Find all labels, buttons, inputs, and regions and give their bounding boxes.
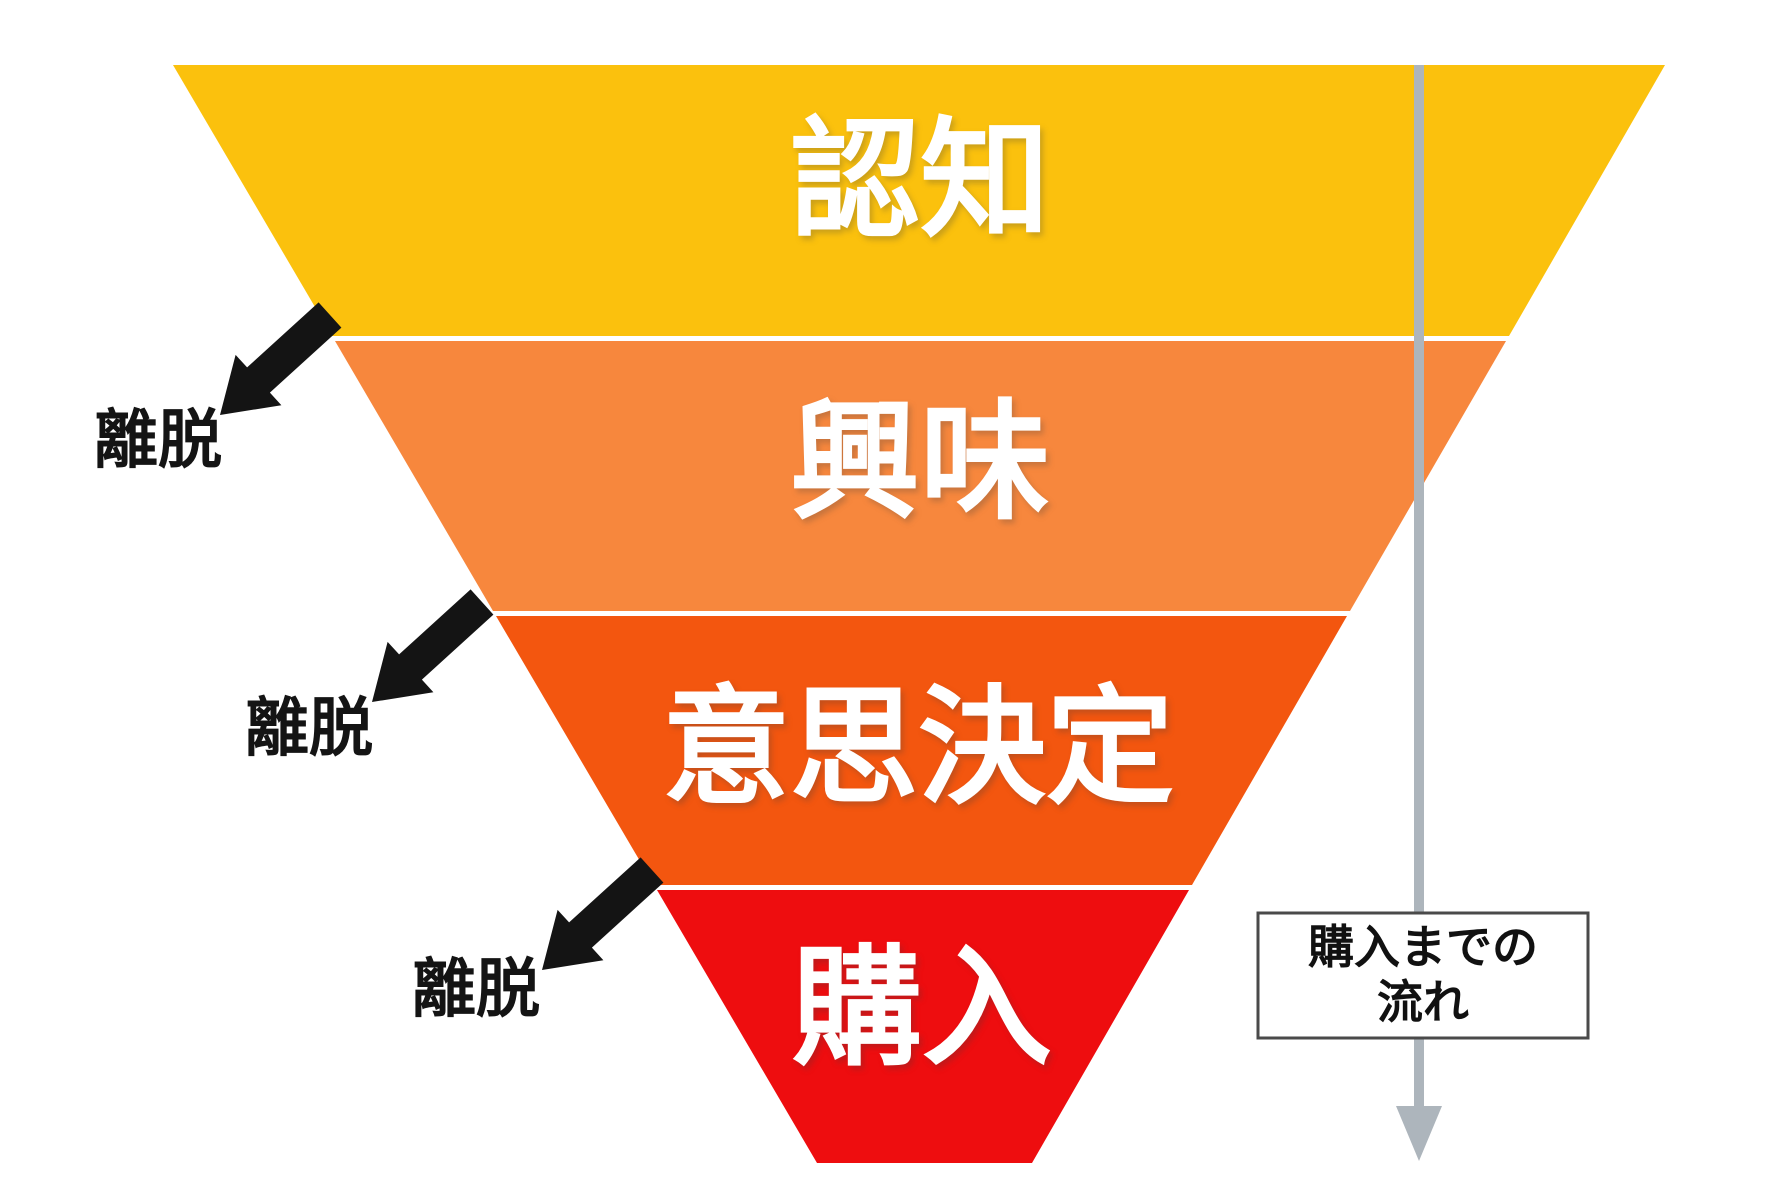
- dropoff-arrow-2-icon: [372, 589, 494, 702]
- dropoff-arrow-3-icon: [542, 857, 664, 970]
- dropoff-label-1: 離脱: [94, 404, 222, 478]
- funnel-stage-awareness-label: 認知: [790, 104, 1050, 256]
- flow-annotation-line1: 購入までの: [1308, 920, 1538, 974]
- funnel-stage-decision-shape: [496, 616, 1347, 885]
- flow-arrow-head-icon: [1396, 1106, 1442, 1161]
- flow-annotation-box: 購入までの 流れ: [1256, 911, 1590, 1040]
- dropoff-arrow-1-icon: [220, 302, 342, 415]
- funnel-stage-purchase-shape: [657, 890, 1189, 1163]
- dropoff-label-2: 離脱: [245, 692, 373, 766]
- flow-annotation-box-frame: [1258, 913, 1588, 1038]
- dropoff-label-3: 離脱: [412, 953, 540, 1027]
- flow-arrow-line: [1414, 65, 1424, 1112]
- funnel-stage-awareness-shape: [173, 65, 1665, 336]
- funnel-stage-interest-shape: [335, 341, 1506, 611]
- flow-annotation-box-border: [1256, 911, 1590, 1040]
- arrow-down-left-icon: [372, 589, 494, 702]
- funnel-stage-interest-label: 興味: [790, 386, 1050, 538]
- flow-arrow: [1396, 65, 1442, 1161]
- flow-annotation-line2: 流れ: [1377, 975, 1469, 1029]
- funnel-stage-purchase-label: 購入: [792, 932, 1052, 1084]
- arrow-down-left-icon: [220, 302, 342, 415]
- arrow-down-left-icon: [542, 857, 664, 970]
- funnel-stage-decision-label: 意思決定: [662, 674, 1174, 823]
